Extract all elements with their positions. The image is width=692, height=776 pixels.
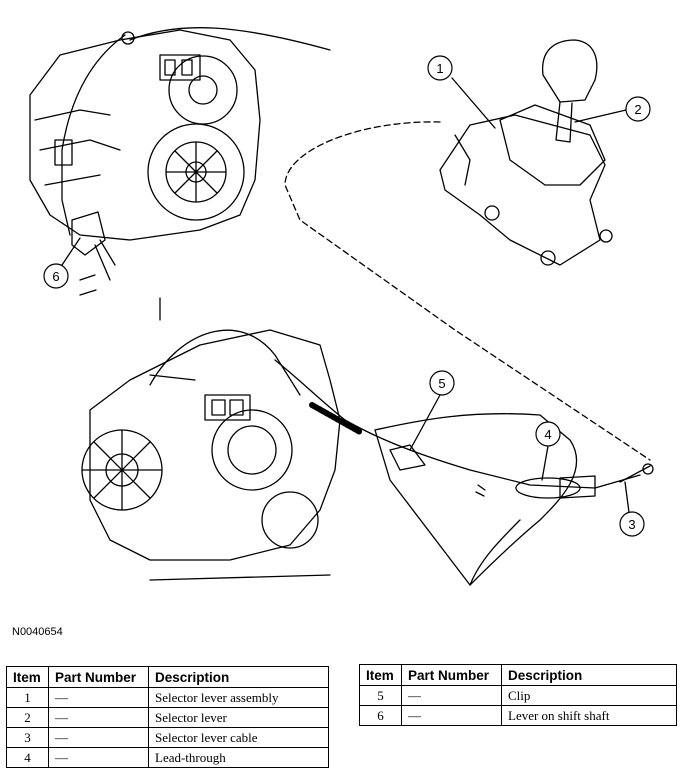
table-header-row: Item Part Number Description: [359, 664, 677, 686]
exploded-diagram: 1 2 3 4 5 6: [29, 27, 654, 586]
header-item: Item: [6, 666, 49, 688]
cell-part-number: —: [401, 685, 502, 706]
svg-text:5: 5: [438, 376, 445, 391]
svg-text:6: 6: [52, 269, 59, 284]
dashed-connector-line: [284, 121, 651, 461]
selector-lever-assembly-illustration: [439, 39, 613, 266]
svg-text:3: 3: [628, 517, 635, 532]
header-description: Description: [148, 666, 329, 688]
callout-leaders: [61, 77, 631, 521]
cell-item: 5: [359, 685, 402, 706]
header-part-number: Part Number: [401, 664, 502, 686]
parts-table-1: Item Part Number Description 1 — Selecto…: [6, 666, 329, 768]
upper-transmission-illustration: [29, 27, 331, 296]
parts-table-2: Item Part Number Description 5 — Clip 6 …: [359, 664, 677, 726]
svg-text:2: 2: [634, 102, 641, 117]
header-part-number: Part Number: [48, 666, 149, 688]
table-row: 1 — Selector lever assembly: [6, 687, 329, 708]
header-item: Item: [359, 664, 402, 686]
cell-description: Lever on shift shaft: [501, 705, 677, 726]
cell-item: 2: [6, 707, 49, 728]
table-row: 5 — Clip: [359, 685, 677, 706]
cell-part-number: —: [48, 747, 149, 768]
selector-cable-illustration: [274, 359, 654, 489]
cell-description: Clip: [501, 685, 677, 706]
table-row: 3 — Selector lever cable: [6, 727, 329, 748]
cell-description: Selector lever assembly: [148, 687, 329, 708]
cell-part-number: —: [48, 727, 149, 748]
svg-text:4: 4: [544, 427, 551, 442]
table-row: 4 — Lead-through: [6, 747, 329, 768]
callout-3: 3: [619, 511, 645, 537]
table-row: 6 — Lever on shift shaft: [359, 705, 677, 726]
callout-4: 4: [535, 421, 561, 447]
svg-text:1: 1: [436, 61, 443, 76]
console-illustration: [374, 413, 596, 586]
cell-part-number: —: [48, 707, 149, 728]
cell-item: 4: [6, 747, 49, 768]
callout-1: 1: [427, 55, 453, 81]
lower-transmission-illustration: [81, 297, 341, 581]
cell-description: Lead-through: [148, 747, 329, 768]
callout-5: 5: [429, 370, 455, 396]
table-header-row: Item Part Number Description: [6, 666, 329, 688]
cell-item: 6: [359, 705, 402, 726]
cell-part-number: —: [401, 705, 502, 726]
cell-item: 3: [6, 727, 49, 748]
cell-description: Selector lever cable: [148, 727, 329, 748]
callout-2: 2: [625, 96, 651, 122]
cell-part-number: —: [48, 687, 149, 708]
callout-6: 6: [43, 263, 69, 289]
table-row: 2 — Selector lever: [6, 707, 329, 728]
cell-description: Selector lever: [148, 707, 329, 728]
figure-id: N0040654: [12, 626, 63, 638]
cell-item: 1: [6, 687, 49, 708]
header-description: Description: [501, 664, 677, 686]
